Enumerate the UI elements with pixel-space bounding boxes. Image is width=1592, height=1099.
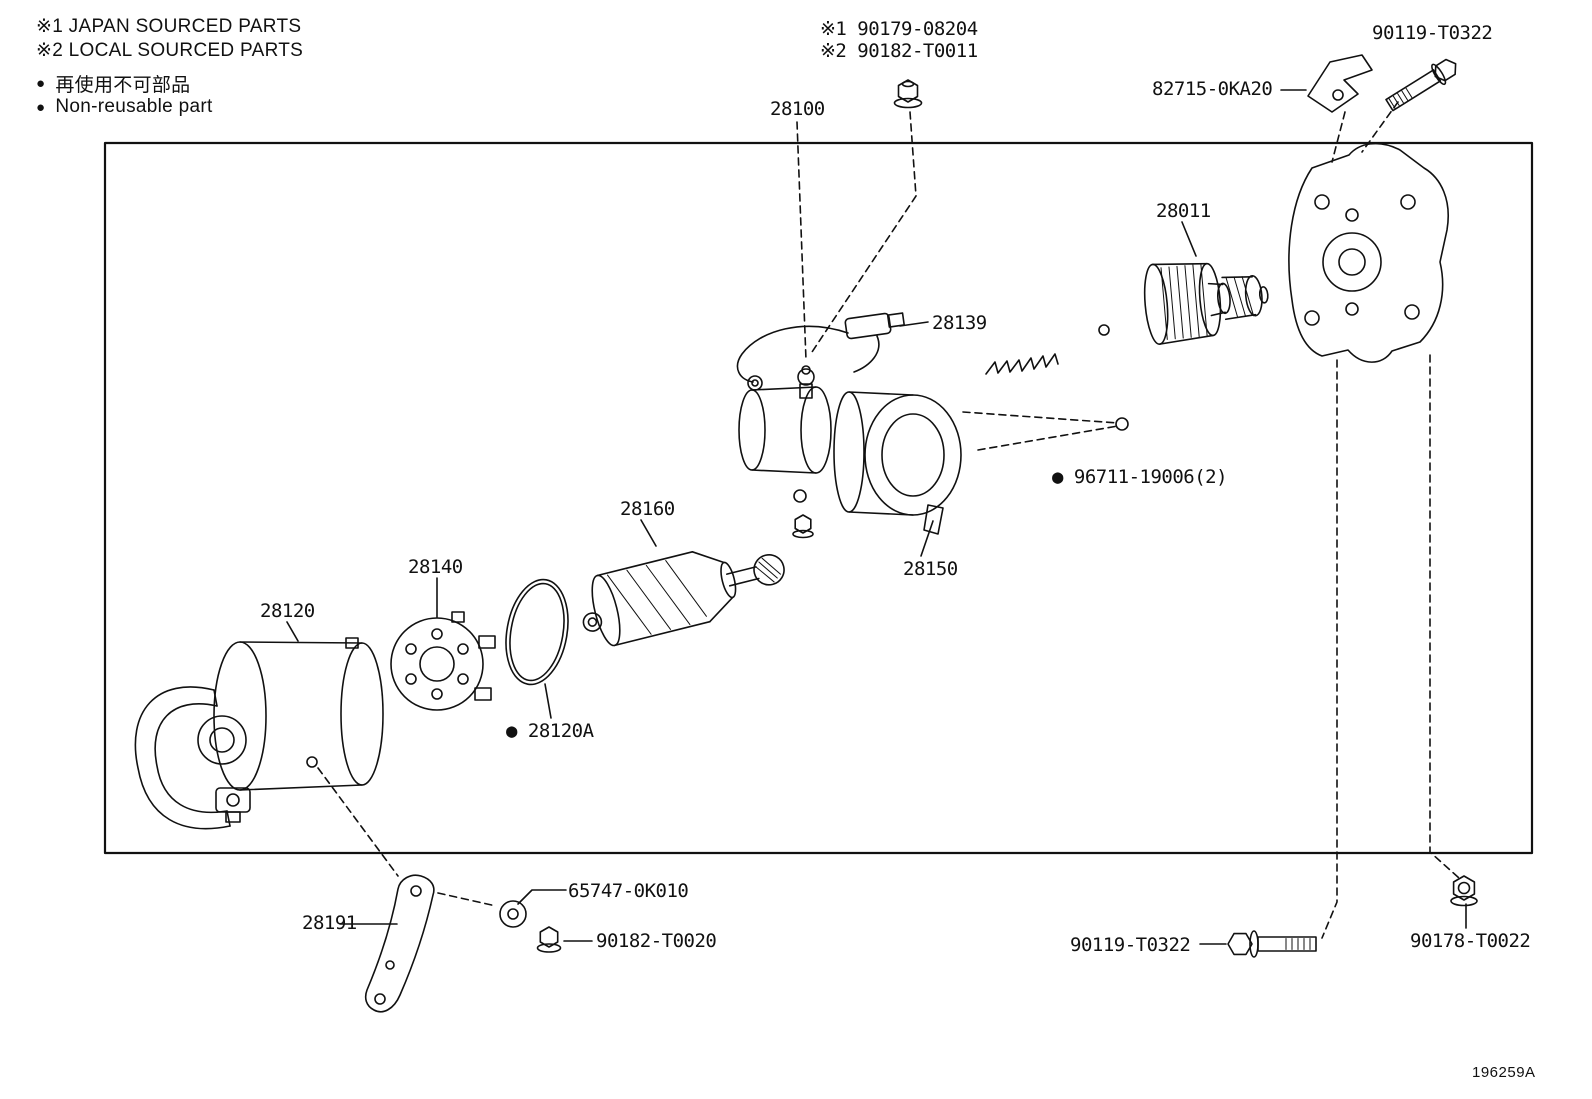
top-bolt-drawing xyxy=(1385,58,1457,112)
non-reusable-icon: ● xyxy=(36,98,46,116)
clamp-bracket-drawing xyxy=(1307,54,1373,113)
construction-lines xyxy=(317,101,1460,939)
top-nut-drawing xyxy=(893,79,923,109)
legend-nonreusable-jp-text: 再使用不可部品 xyxy=(55,74,191,96)
callout-90178-T0022: 90178-T0022 xyxy=(1410,930,1531,952)
legend: ※1 JAPAN SOURCED PARTS ※2 LOCAL SOURCED … xyxy=(36,14,303,119)
callout-28140: 28140 xyxy=(408,556,463,578)
callout-82715-0KA20: 82715-0KA20 xyxy=(1152,78,1273,100)
washer-drawing xyxy=(499,900,527,928)
lower-nut-drawing xyxy=(536,926,562,953)
callout-28139: 28139 xyxy=(932,312,987,334)
legend-local-sourced: ※2 LOCAL SOURCED PARTS xyxy=(36,39,304,61)
legend-nonreusable-en-text: Non-reusable part xyxy=(55,96,213,117)
brush-holder-drawing xyxy=(390,611,496,711)
callout-90182-T0011: ※2 90182-T0011 xyxy=(820,40,978,62)
leader-lines xyxy=(286,89,1467,945)
legend-nonreusable-jp: ● 再使用不可部品 xyxy=(36,71,303,96)
end-housing-drawing xyxy=(1288,142,1449,363)
callout-28120A: ● 28120A xyxy=(506,720,594,742)
callout-28150: 28150 xyxy=(903,558,958,580)
bottom-bolt-drawing xyxy=(1227,930,1317,958)
figure-number: 196259A xyxy=(1472,1064,1536,1081)
callout-90119-T0322-top: 90119-T0322 xyxy=(1372,22,1493,44)
oring-switch-drawing xyxy=(1115,417,1129,431)
callout-90182-T0020: 90182-T0020 xyxy=(596,930,717,952)
lead-wire-drawing xyxy=(736,312,906,391)
support-bracket-drawing xyxy=(364,874,435,1013)
ball-drawing xyxy=(1098,324,1110,336)
callout-28011: 28011 xyxy=(1156,200,1211,222)
magnet-switch-drawing xyxy=(738,365,962,539)
callout-90119-T0322-bottom: 90119-T0322 xyxy=(1070,934,1191,956)
armature-drawing xyxy=(582,551,785,647)
callout-28120: 28120 xyxy=(260,600,315,622)
callout-28191: 28191 xyxy=(302,912,357,934)
callout-65747-0K010: 65747-0K010 xyxy=(568,880,689,902)
spring-drawing xyxy=(985,353,1059,375)
oring-motor-drawing xyxy=(505,578,569,686)
non-reusable-icon: ● xyxy=(36,74,46,92)
clutch-drawing xyxy=(1143,262,1269,345)
legend-japan-sourced: ※1 JAPAN SOURCED PARTS xyxy=(36,15,302,37)
callout-90179-08204: ※1 90179-08204 xyxy=(820,18,978,40)
callout-28100: 28100 xyxy=(770,98,825,120)
diagram-frame xyxy=(103,141,1534,855)
motor-drawing xyxy=(134,637,384,830)
callout-28160: 28160 xyxy=(620,498,675,520)
legend-nonreusable-en: ● Non-reusable part xyxy=(36,95,303,119)
right-nut-drawing xyxy=(1450,875,1478,907)
callout-96711-19006: ● 96711-19006(2) xyxy=(1052,466,1228,488)
